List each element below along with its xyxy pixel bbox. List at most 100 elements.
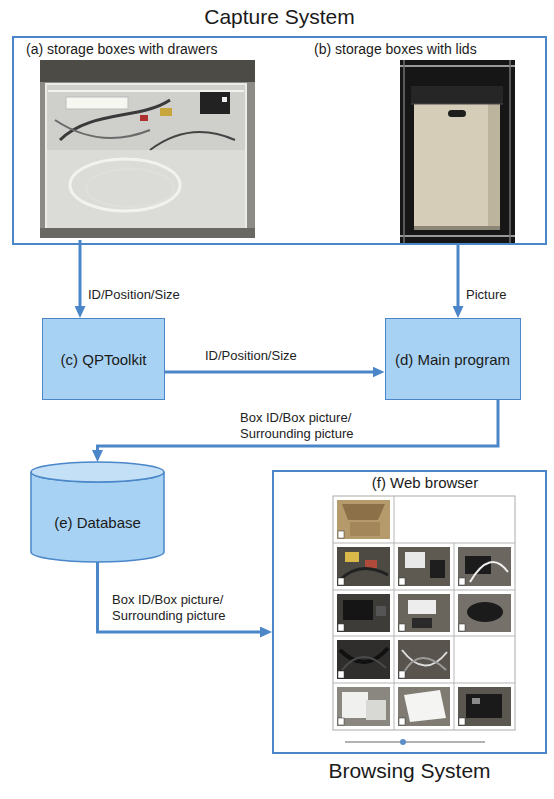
drawer-box-photo	[200, 92, 230, 114]
connector-arrow	[457, 243, 460, 312]
browser-thumbnail-grid	[333, 496, 515, 730]
thumbnail-photo	[458, 687, 511, 726]
thumbnail-photo	[398, 687, 450, 726]
thumbnail-photo	[337, 500, 390, 539]
edge-label: ID/Position/Size	[88, 287, 180, 303]
connector-arrow	[98, 562, 267, 632]
thumbnail-photo	[408, 600, 436, 614]
text-holder: (f) Web browser	[325, 474, 525, 492]
thumbnail-photo	[337, 500, 390, 539]
lid-box-photo	[400, 65, 515, 67]
thumbnail-photo	[466, 694, 502, 718]
thumbnail-photo	[342, 692, 368, 718]
drawer-box-photo	[46, 84, 246, 230]
thumbnail-photo	[405, 552, 425, 568]
browser-thumbnail-grid	[333, 636, 515, 637]
drawer-box-photo	[40, 60, 255, 238]
thumbnail-photo	[340, 569, 388, 580]
lid-box-photo	[411, 86, 503, 104]
thumbnail-photo	[366, 700, 386, 720]
drawer-box-photo	[222, 97, 227, 102]
drawer-box-photo	[40, 60, 255, 238]
text-holder: (c) QPToolkit	[61, 351, 147, 368]
thumbnail-photo	[399, 624, 405, 631]
thumbnail-photo	[404, 658, 446, 672]
thumbnail-photo	[404, 690, 446, 722]
thumbnail-photo	[467, 602, 503, 622]
text-holder: (a) storage boxes with drawers	[26, 40, 217, 58]
lid-box-photo	[414, 92, 500, 230]
node-text: (a) storage boxes with drawers	[26, 40, 217, 58]
thumbnail-photo	[458, 687, 511, 726]
drawer-box-photo	[86, 169, 174, 207]
system-boundary: Capture System(a) storage boxes with dra…	[12, 36, 547, 245]
thumbnail-photo	[430, 560, 445, 578]
node-text: (c) QPToolkit	[61, 351, 147, 368]
thumbnail-photo	[337, 547, 390, 586]
drawer-box-photo	[160, 108, 172, 116]
slider-knob	[400, 739, 406, 745]
thumbnail-photo	[337, 640, 390, 679]
drawer-box-photo	[40, 228, 255, 238]
thumbnail-photo	[340, 648, 388, 662]
thumbnail-photo	[398, 594, 450, 632]
thumbnail-photo	[376, 606, 386, 616]
process-box: (d) Main program	[385, 318, 521, 400]
thumbnail-photo	[458, 547, 511, 586]
text-holder: Browsing System	[274, 758, 545, 783]
edge-label: Box ID/Box picture/ Surrounding picture	[112, 592, 252, 624]
thumbnail-photo	[337, 594, 390, 632]
thumbnail-photo	[398, 547, 450, 586]
lid-box-photo	[411, 104, 503, 105]
node-text: (d) Main program	[395, 351, 510, 368]
cylinder-top	[31, 462, 164, 482]
thumbnail-photo	[338, 531, 344, 538]
thumbnail-photo	[342, 504, 385, 520]
drawer-box-photo	[140, 115, 148, 121]
storage-photo: (a) storage boxes with drawers	[24, 40, 264, 240]
thumbnail-photo	[337, 640, 390, 679]
database-cylinder: (e) Database	[30, 462, 165, 562]
lid-box-photo	[403, 60, 405, 243]
browser-thumbnail-grid	[333, 590, 515, 591]
thumbnail-photo	[398, 547, 450, 586]
thumbnail-photo	[337, 547, 390, 586]
thumbnail-photo	[338, 624, 344, 631]
cylinder-outline	[30, 462, 165, 562]
thumbnail-photo	[345, 552, 359, 562]
thumbnail-photo	[470, 562, 508, 582]
edge-label: ID/Position/Size	[205, 348, 297, 364]
connector-arrow	[79, 240, 82, 312]
text-holder: (d) Main program	[395, 351, 510, 368]
thumbnail-photo	[472, 698, 480, 704]
thumbnail-photo	[338, 671, 344, 678]
thumbnail-photo	[458, 594, 511, 632]
lid-box-photo	[509, 60, 511, 243]
browser-thumbnail-grid	[333, 683, 515, 684]
lid-box-photo	[414, 226, 500, 230]
thumbnail-photo	[399, 671, 405, 678]
thumbnail-photo	[398, 594, 450, 632]
slider-track	[345, 741, 485, 743]
thumbnail-photo	[412, 618, 432, 628]
drawer-box-photo	[46, 150, 246, 230]
storage-photo: (b) storage boxes with lids	[300, 40, 530, 243]
browser-thumbnail-grid	[394, 496, 395, 543]
lid-box-photo	[488, 92, 500, 230]
process-box: (c) QPToolkit	[42, 318, 165, 400]
lid-box-photo	[400, 235, 515, 237]
thumbnail-photo	[365, 560, 377, 568]
edge-label: Picture	[466, 287, 506, 303]
system-boundary: Browsing System(f) Web browser	[272, 470, 547, 754]
connector-group	[80, 240, 498, 632]
thumbnail-photo	[337, 594, 390, 632]
drawer-box-photo	[150, 132, 235, 150]
browser-thumbnail-grid	[333, 543, 515, 544]
edge-label: Box ID/Box picture/ Surrounding picture	[240, 410, 380, 442]
connector-arrow	[165, 371, 379, 374]
thumbnail-photo	[337, 687, 390, 726]
thumbnail-photo	[338, 718, 344, 725]
thumbnail-photo	[399, 578, 405, 585]
drawer-box-photo	[40, 60, 255, 82]
thumbnail-photo	[342, 657, 386, 670]
